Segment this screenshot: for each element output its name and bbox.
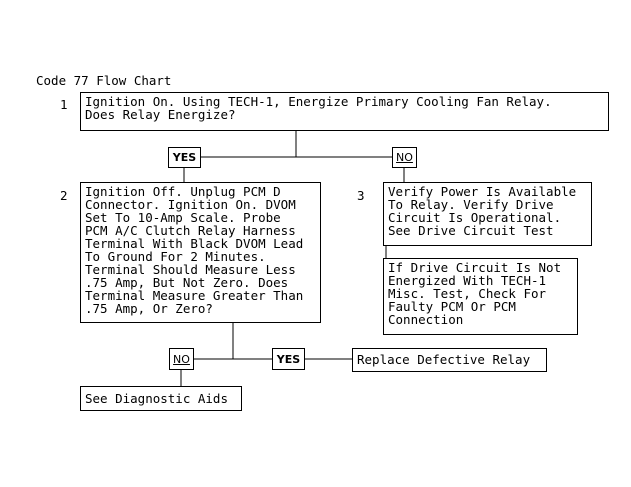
yes-label-bottom-text: YES xyxy=(276,352,301,366)
no-label-top-text: NO xyxy=(396,151,413,164)
step-1-number: 1 xyxy=(60,97,68,112)
step-2-box: Ignition Off. Unplug PCM D Connector. Ig… xyxy=(80,182,321,323)
no-label-bottom-text: NO xyxy=(173,352,190,366)
step-3-box: Verify Power Is Available To Relay. Veri… xyxy=(383,182,592,246)
step-3-number: 3 xyxy=(357,188,365,203)
step-1-box: Ignition On. Using TECH-1, Energize Prim… xyxy=(80,92,609,131)
step-3b-box: If Drive Circuit Is Not Energized With T… xyxy=(383,258,578,335)
chart-title: Code 77 Flow Chart xyxy=(36,73,172,88)
no-label-top: NO xyxy=(392,147,417,168)
yes-label-top: YES xyxy=(168,147,201,168)
yes-label-top-text: YES xyxy=(172,151,197,164)
diagnostic-aids-box: See Diagnostic Aids xyxy=(80,386,242,411)
yes-label-bottom: YES xyxy=(272,348,305,370)
step-2-number: 2 xyxy=(60,188,68,203)
replace-relay-box: Replace Defective Relay xyxy=(352,348,547,372)
no-label-bottom: NO xyxy=(169,348,194,370)
